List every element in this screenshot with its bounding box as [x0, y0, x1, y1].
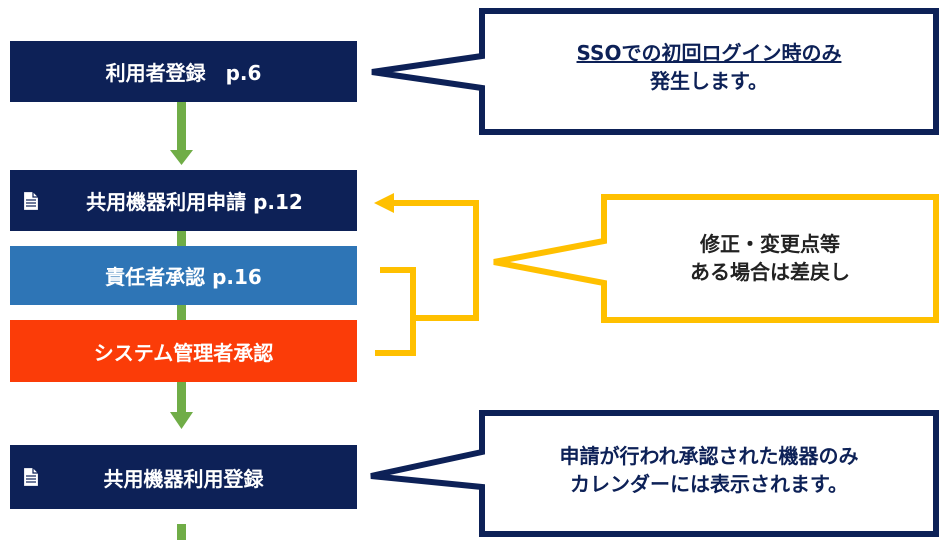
callout-revision-shape [493, 194, 939, 323]
step-equipment-registration: 共用機器利用登録 [10, 445, 357, 509]
step-manager-approval-label: 責任者承認 p.16 [105, 265, 262, 289]
step-user-registration-label: 利用者登録 p.6 [105, 61, 262, 85]
document-icon [22, 190, 40, 211]
callout-calendar-line1: 申請が行われ承認された機器のみ [559, 444, 859, 468]
callout-sso-line2: 発生します。 [650, 69, 768, 93]
callout-revision-text: 修正・変更点等 ある場合は差戻し [610, 230, 930, 286]
step-equipment-registration-label: 共用機器利用登録 [103, 466, 264, 491]
callout-calendar-shape [370, 410, 939, 537]
flow-connector-2 [177, 230, 186, 250]
callout-revision-line2: ある場合は差戻し [690, 260, 850, 284]
callout-revision-line1: 修正・変更点等 [700, 232, 840, 256]
step-admin-approval-label: システム管理者承認 [93, 340, 274, 365]
step-equipment-application-label: 共用機器利用申請 p.12 [86, 190, 303, 214]
flow-connector-3 [177, 300, 186, 320]
revision-bracket [374, 193, 479, 356]
flow-connector-5 [177, 524, 186, 540]
document-icon [22, 466, 40, 488]
callout-calendar-text: 申請が行われ承認された機器のみ カレンダーには表示されます。 [488, 442, 930, 498]
flow-arrow-4 [170, 381, 193, 429]
callout-sso-text: SSOでの初回ログイン時のみ 発生します。 [488, 39, 930, 95]
callout-sso-shape [371, 8, 939, 135]
callout-sso-line1: SSOでの初回ログイン時のみ [576, 41, 842, 65]
flow-arrow-1 [170, 101, 193, 165]
step-equipment-application: 共用機器利用申請 p.12 [10, 170, 357, 231]
step-manager-approval: 責任者承認 p.16 [10, 246, 357, 305]
callout-calendar-line2: カレンダーには表示されます。 [570, 472, 848, 496]
step-user-registration: 利用者登録 p.6 [10, 41, 357, 102]
step-admin-approval: システム管理者承認 [10, 320, 357, 382]
